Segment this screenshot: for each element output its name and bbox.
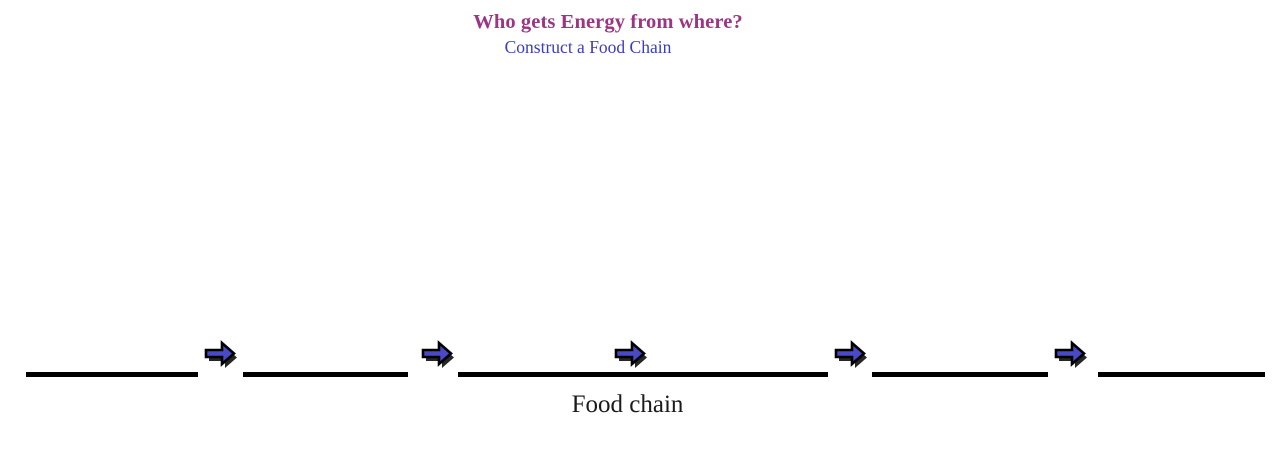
right-arrow-icon-1: [203, 340, 237, 368]
food-chain-caption: Food chain: [571, 391, 684, 418]
blank-line-3[interactable]: [458, 372, 828, 377]
right-arrow-icon-2: [420, 340, 454, 368]
page-title: Who gets Energy from where?: [473, 11, 743, 33]
blank-line-4[interactable]: [872, 372, 1048, 377]
right-arrow-icon-3: [613, 340, 647, 368]
blank-line-1[interactable]: [26, 372, 198, 377]
right-arrow-icon-4: [833, 340, 867, 368]
page-subtitle: Construct a Food Chain: [504, 37, 672, 57]
blank-line-5[interactable]: [1098, 372, 1265, 377]
right-arrow-icon-5: [1053, 340, 1087, 368]
blank-line-2[interactable]: [243, 372, 408, 377]
